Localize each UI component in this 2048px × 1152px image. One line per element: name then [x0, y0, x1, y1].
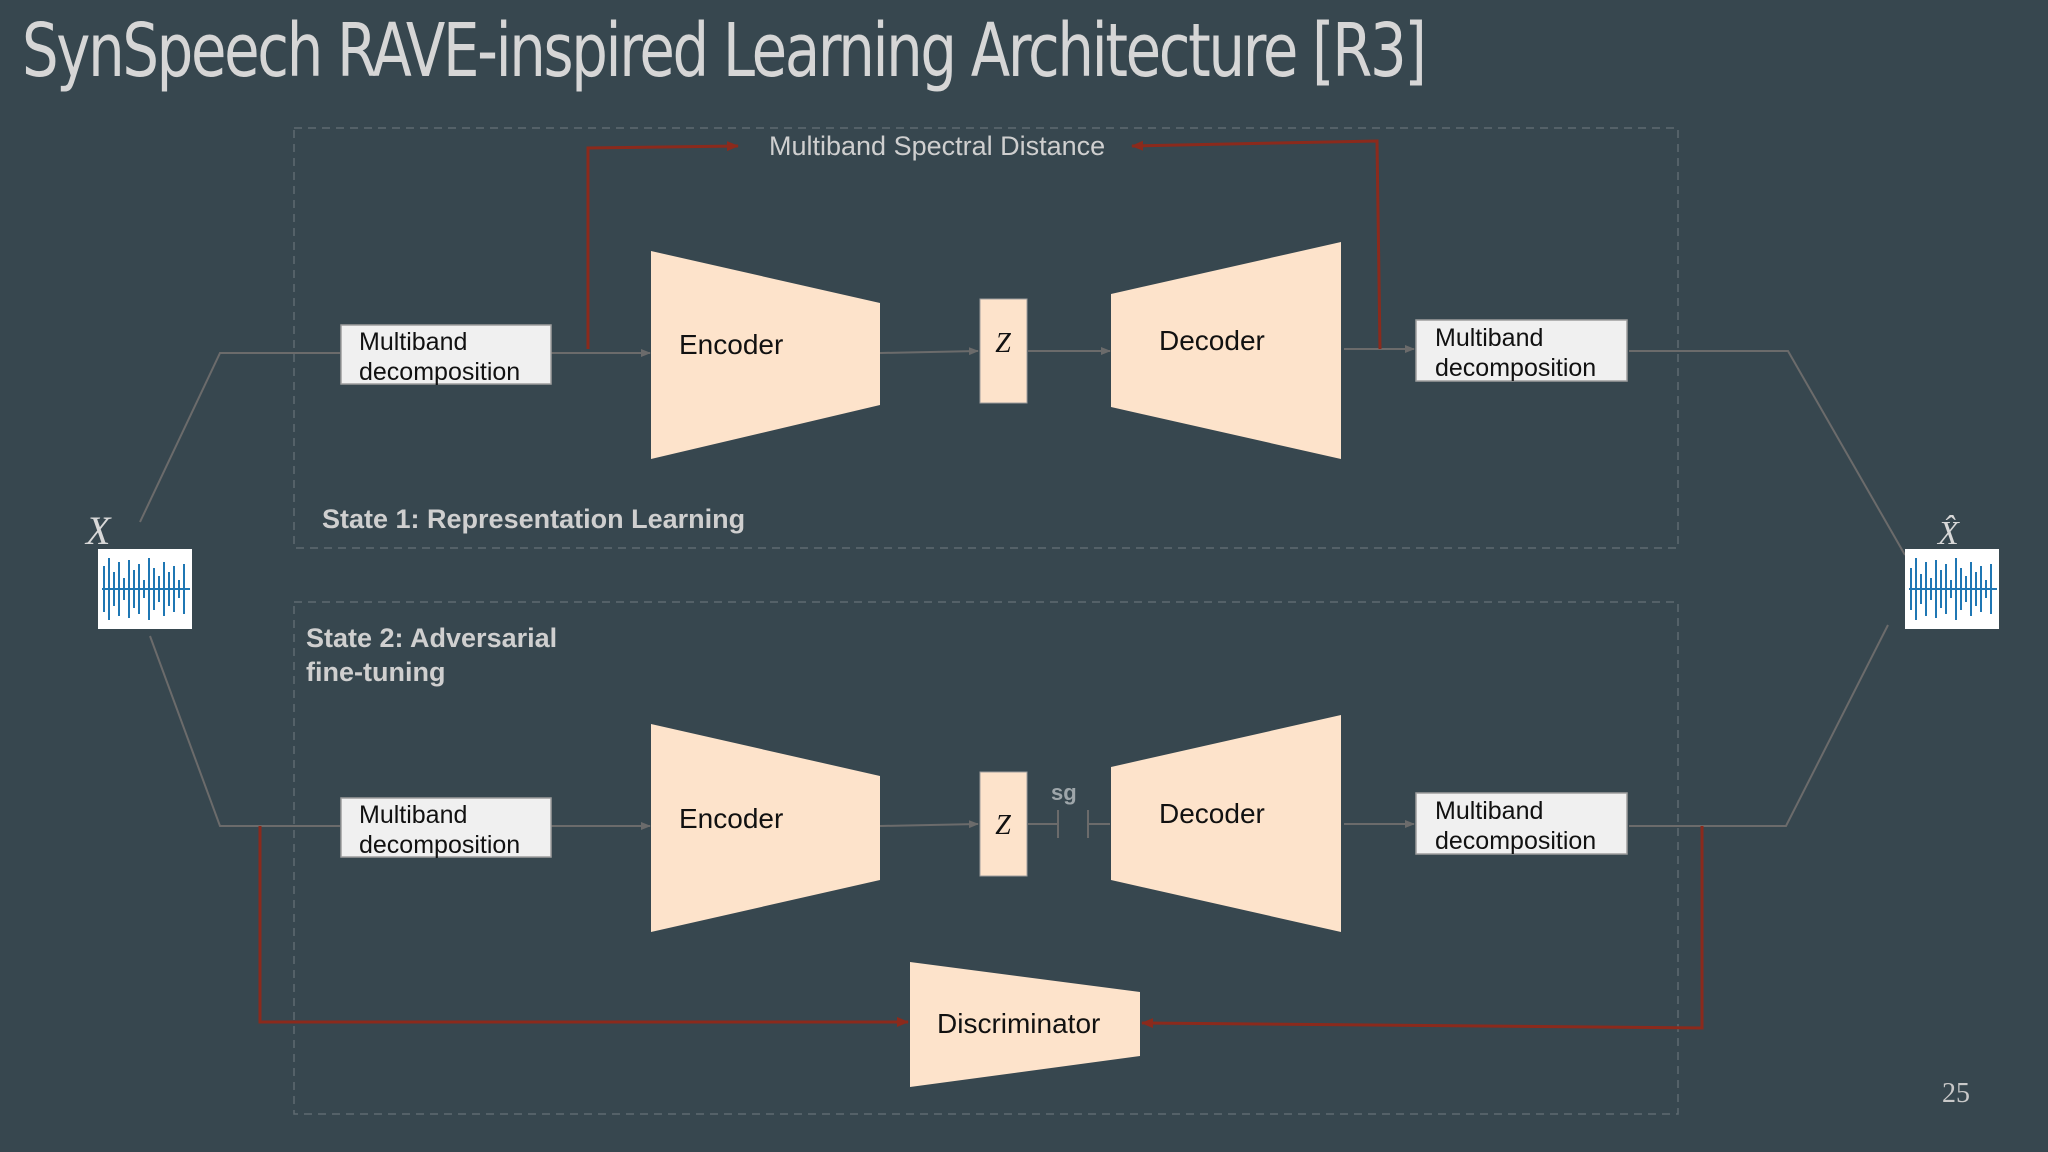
latent-box-stage1: [979, 298, 1028, 404]
discriminator-label: Discriminator: [937, 1008, 1100, 1039]
loss-paths: [258, 139, 1704, 1030]
page-number: 25: [1942, 1078, 1970, 1109]
multiband-label-line1: Multiband: [359, 328, 467, 356]
encoder-block-stage2: [651, 724, 880, 932]
input-symbol: X: [84, 508, 112, 553]
output-symbol: X̂: [1936, 515, 1960, 552]
multiband-label-line1: Multiband: [359, 801, 467, 829]
stage2-container: [293, 601, 1679, 1115]
decoder-label: Decoder: [1159, 798, 1265, 829]
stop-gradient-label: sg: [1051, 780, 1077, 805]
stage2-label-line1: State 2: Adversarial: [306, 623, 557, 653]
multiband-label-line1: Multiband: [1435, 324, 1543, 352]
latent-box-stage2: [979, 771, 1028, 877]
signal-paths: [139, 345, 1906, 838]
decoder-label: Decoder: [1159, 325, 1265, 356]
multiband-box-stage2-output: [1415, 792, 1628, 855]
latent-label: Z: [995, 810, 1011, 841]
slide-title: SynSpeech RAVE-inspired Learning Archite…: [22, 8, 1427, 94]
multiband-box-stage2-input: [340, 797, 552, 858]
stage2-label-line2: fine-tuning: [306, 657, 445, 687]
discriminator-block: [910, 962, 1140, 1087]
encoder-block-stage1: [651, 251, 880, 459]
stage1-container: [293, 127, 1679, 549]
encoder-label: Encoder: [679, 803, 783, 834]
multiband-label-line2: decomposition: [1435, 354, 1596, 382]
multiband-label-line2: decomposition: [359, 358, 520, 386]
stage1-label: State 1: Representation Learning: [322, 504, 745, 534]
multiband-label-line2: decomposition: [1435, 827, 1596, 855]
multiband-box-stage1-input: [340, 324, 552, 385]
spectral-loss-label: Multiband Spectral Distance: [769, 131, 1105, 161]
decoder-block-stage1: [1111, 242, 1341, 459]
multiband-box-stage1-output: [1415, 319, 1628, 382]
encoder-label: Encoder: [679, 329, 783, 360]
output-waveform-image: [1905, 549, 1999, 629]
decoder-block-stage2: [1111, 715, 1341, 932]
multiband-label-line1: Multiband: [1435, 797, 1543, 825]
input-waveform-image: [98, 549, 192, 629]
latent-label: Z: [995, 328, 1011, 359]
multiband-label-line2: decomposition: [359, 831, 520, 859]
